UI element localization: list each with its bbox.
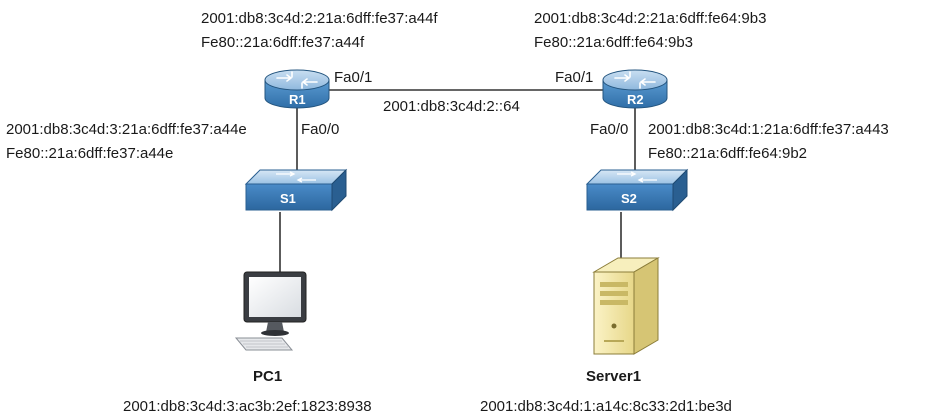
router-arrows-icon xyxy=(276,71,318,89)
switch-s2-label: S2 xyxy=(621,191,637,206)
pc1: PC1 2001:db8:3c4d:3:ac3b:2ef:1823:8938 xyxy=(123,271,372,415)
server1-address: 2001:db8:3c4d:1:a14c:8c33:2d1:be3d xyxy=(480,398,732,415)
r1-fa00-label: Fa0/0 xyxy=(301,121,339,138)
router-arrows-icon xyxy=(614,71,656,89)
monitor-icon xyxy=(243,271,307,336)
keyboard-icon xyxy=(234,337,294,351)
r1-link-local-address: Fe80::21a:6dff:fe37:a44f xyxy=(201,34,365,51)
server1-label: Server1 xyxy=(586,368,641,385)
pc1-address: 2001:db8:3c4d:3:ac3b:2ef:1823:8938 xyxy=(123,398,372,415)
switch-arrows-icon xyxy=(617,171,657,183)
switch-s1: S1 xyxy=(244,168,348,212)
server-tower-icon xyxy=(592,257,660,355)
link-subnet-label: 2001:db8:3c4d:2::64 xyxy=(383,98,520,115)
switch-s2: S2 xyxy=(585,168,689,212)
r2-fa00-global-address: 2001:db8:3c4d:1:21a:6dff:fe37:a443 xyxy=(648,121,889,138)
switch-s1-label: S1 xyxy=(280,191,296,206)
r2-fa00-label: Fa0/0 xyxy=(590,121,628,138)
router-r2: R2 xyxy=(602,69,668,109)
router-r1-label: R1 xyxy=(289,92,306,107)
pc1-label: PC1 xyxy=(253,368,282,385)
router-r1: R1 xyxy=(264,69,330,109)
r2-fa01-label: Fa0/1 xyxy=(555,69,593,86)
r2-link-local-address: Fe80::21a:6dff:fe64:9b3 xyxy=(534,34,693,51)
server1: Server1 2001:db8:3c4d:1:a14c:8c33:2d1:be… xyxy=(480,257,732,415)
r1-fa00-link-local-address: Fe80::21a:6dff:fe37:a44e xyxy=(6,145,173,162)
r1-fa01-label: Fa0/1 xyxy=(334,69,372,86)
r1-global-address: 2001:db8:3c4d:2:21a:6dff:fe37:a44f xyxy=(201,10,438,27)
r2-fa00-link-local-address: Fe80::21a:6dff:fe64:9b2 xyxy=(648,145,807,162)
r1-fa00-global-address: 2001:db8:3c4d:3:21a:6dff:fe37:a44e xyxy=(6,121,247,138)
router-r2-label: R2 xyxy=(627,92,644,107)
r2-global-address: 2001:db8:3c4d:2:21a:6dff:fe64:9b3 xyxy=(534,10,766,27)
switch-arrows-icon xyxy=(276,171,316,183)
